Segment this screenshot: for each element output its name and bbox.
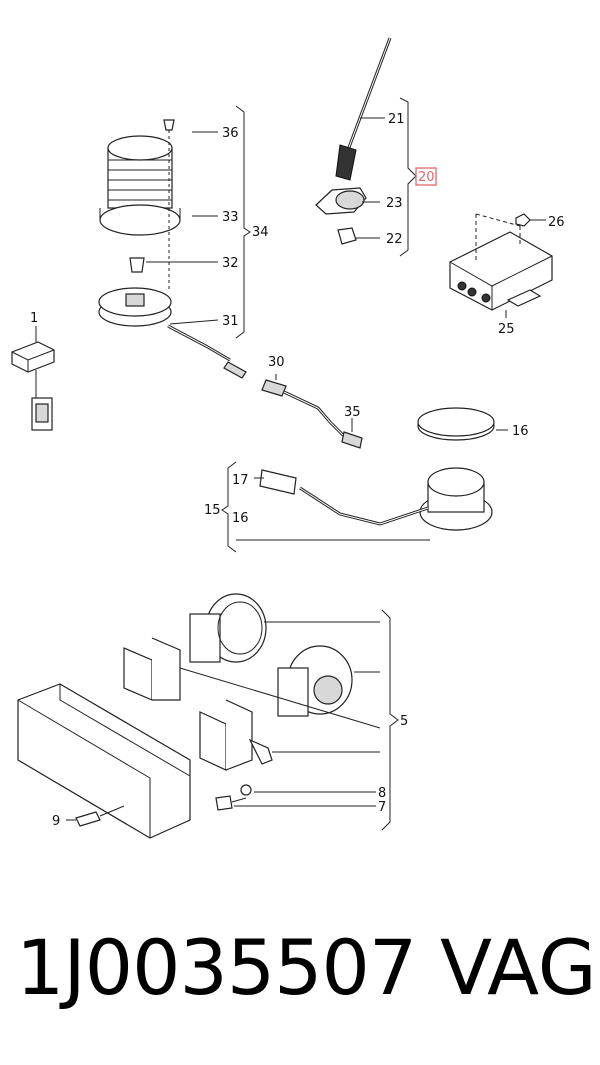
horn-lower	[277, 645, 353, 717]
callout-26: 26	[548, 215, 565, 230]
mounting-bracket-left	[123, 637, 181, 701]
callout-35: 35	[344, 405, 361, 420]
callout-20: 20	[418, 170, 435, 185]
callout-31: 31	[222, 314, 239, 329]
washer-8	[240, 784, 252, 796]
screw-9	[75, 805, 125, 827]
callout-16-group: 16	[232, 511, 249, 526]
control-unit	[449, 213, 553, 311]
speaker-body	[419, 467, 493, 531]
callout-20-highlight-box	[415, 167, 437, 186]
callout-5: 5	[400, 714, 408, 729]
callout-9: 9	[52, 814, 60, 829]
callout-15: 15	[204, 503, 221, 518]
callout-32: 32	[222, 256, 239, 271]
speaker-ring	[417, 407, 495, 441]
callout-21: 21	[388, 112, 405, 127]
callout-23: 23	[386, 196, 403, 211]
callout-36: 36	[222, 126, 239, 141]
wiring-adapter	[261, 379, 363, 449]
brand-name: VAG	[440, 923, 597, 1012]
beacon-lamp	[98, 119, 181, 327]
part-number: 1J0035507	[16, 923, 417, 1012]
horn-upper	[189, 593, 267, 663]
callout-25: 25	[498, 322, 515, 337]
speaker-cable	[259, 469, 429, 526]
callout-22: 22	[386, 232, 403, 247]
relay	[11, 341, 55, 431]
callout-34: 34	[252, 225, 269, 240]
antenna-base	[315, 187, 367, 245]
parts-exploded-diagram: 21 23 22 20 26 25	[11, 37, 565, 839]
callout-16-top: 16	[512, 424, 529, 439]
callout-7: 7	[378, 800, 386, 815]
callout-17: 17	[232, 473, 249, 488]
callout-1: 1	[30, 311, 38, 326]
callout-30: 30	[268, 355, 285, 370]
callout-33: 33	[222, 210, 239, 225]
mounting-bracket-right	[199, 699, 273, 771]
support-rail	[17, 683, 191, 839]
callout-8: 8	[378, 786, 386, 801]
bolt-7	[215, 795, 247, 811]
beacon-cable	[167, 324, 247, 379]
antenna-rod	[335, 37, 392, 181]
